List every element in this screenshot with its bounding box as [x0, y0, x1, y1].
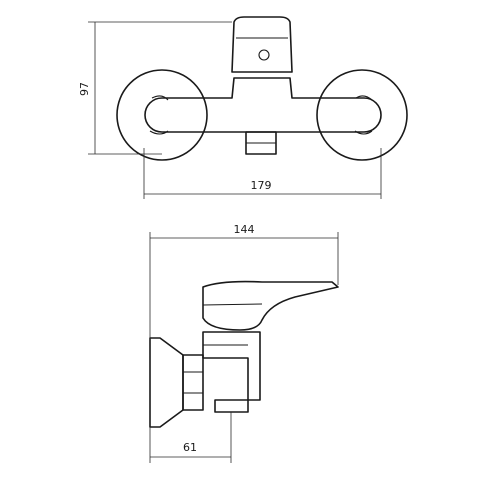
hex-nut: [182, 354, 204, 411]
offset-dimension: 61: [149, 412, 232, 463]
height-dimension: 97: [78, 21, 232, 155]
front-view: 97 179: [78, 16, 408, 199]
width-dimension-label: 179: [251, 179, 272, 192]
height-dimension-label: 97: [78, 82, 91, 96]
mixer-body: [144, 77, 382, 133]
left-escutcheon: [116, 69, 208, 161]
lever-handle: [231, 16, 293, 73]
width-dimension: 179: [143, 148, 382, 199]
side-body: [202, 331, 261, 401]
wall-flange: [149, 337, 184, 428]
side-view: 144 61: [149, 223, 339, 463]
depth-dimension-label: 144: [234, 223, 255, 236]
offset-dimension-label: 61: [183, 441, 197, 454]
depth-dimension: 144: [149, 223, 339, 340]
outlet-connector: [245, 131, 277, 155]
side-lever: [202, 280, 339, 331]
right-escutcheon: [316, 69, 408, 161]
side-outlet: [214, 399, 249, 413]
